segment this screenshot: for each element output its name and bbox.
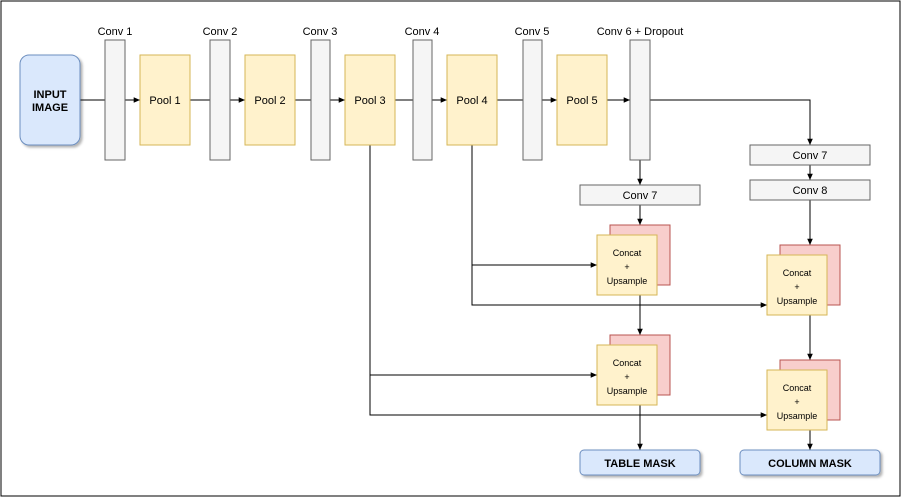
pool3-label: Pool 3 xyxy=(354,95,385,107)
edge-pool3-col-concat2 xyxy=(369,375,767,418)
table-mask-label: TABLE MASK xyxy=(604,458,675,470)
input-image-node: INPUT IMAGE xyxy=(19,54,81,146)
table-concat2-line1: Concat xyxy=(613,358,642,368)
table-concat2-line3: Upsample xyxy=(607,386,648,396)
column-concat1-line3: Upsample xyxy=(777,296,818,306)
column-conv8-block xyxy=(749,179,871,201)
input-label-line2: IMAGE xyxy=(32,102,68,114)
table-concat1-block xyxy=(596,234,658,296)
pool2-label: Pool 2 xyxy=(254,95,285,107)
edge-pool4-col-concat1 xyxy=(471,265,767,308)
input-label-line1: INPUT xyxy=(34,89,67,101)
input-image-box xyxy=(19,54,81,146)
edges xyxy=(80,97,813,450)
column-mask-output xyxy=(739,449,881,476)
table-conv7-block xyxy=(579,184,701,206)
table-concat1-line1: Concat xyxy=(613,248,642,258)
table-branch: Conv 7 Concat + Upsample Concat + Upsamp… xyxy=(579,184,701,476)
pool2-block xyxy=(244,54,296,146)
conv-blocks: Conv 1 Conv 2 Conv 3 Conv 4 Conv 5 Conv … xyxy=(98,26,684,161)
pool5-block xyxy=(556,54,608,146)
pool-blocks: Pool 1 Pool 2 Pool 3 Pool 4 Pool 5 xyxy=(139,54,608,146)
pool4-block xyxy=(446,54,498,146)
conv1-block xyxy=(104,39,126,161)
edge-pool4-tbl-concat1 xyxy=(471,145,597,268)
column-concat2-block xyxy=(766,369,828,431)
conv6-block xyxy=(629,39,651,161)
conv6-label: Conv 6 + Dropout xyxy=(597,26,684,38)
table-conv7-label: Conv 7 xyxy=(623,190,658,202)
column-concat1-block xyxy=(766,254,828,316)
conv5-block xyxy=(522,39,543,161)
pool5-label: Pool 5 xyxy=(566,95,597,107)
column-conv7-label: Conv 7 xyxy=(793,150,828,162)
column-concat2-line1: Concat xyxy=(783,383,812,393)
conv3-block xyxy=(310,39,331,161)
column-concat1-line1: Concat xyxy=(783,268,812,278)
column-concat2-line3: Upsample xyxy=(777,411,818,421)
conv5-label: Conv 5 xyxy=(515,26,550,38)
table-concat1-line3: Upsample xyxy=(607,276,648,286)
table-concat2-line2: + xyxy=(624,372,629,382)
conv1-label: Conv 1 xyxy=(98,26,133,38)
pool3-block xyxy=(344,54,396,146)
column-conv7-block xyxy=(749,144,871,166)
column-mask-label: COLUMN MASK xyxy=(768,458,852,470)
column-concat1-line2: + xyxy=(794,282,799,292)
conv2-block xyxy=(209,39,231,161)
table-mask-output xyxy=(579,449,701,476)
conv3-label: Conv 3 xyxy=(303,26,338,38)
conv2-label: Conv 2 xyxy=(203,26,238,38)
pool1-block xyxy=(139,54,191,146)
column-concat2-line2: + xyxy=(794,397,799,407)
table-concat2-block xyxy=(596,344,658,406)
column-conv8-label: Conv 8 xyxy=(793,185,828,197)
pool4-label: Pool 4 xyxy=(456,95,487,107)
edge-pool3-tbl-concat2 xyxy=(369,145,597,378)
conv4-label: Conv 4 xyxy=(405,26,440,38)
table-concat1-line2: + xyxy=(624,262,629,272)
conv4-block xyxy=(412,39,433,161)
edge-conv6-col-conv7 xyxy=(650,99,813,145)
column-branch: Conv 7 Conv 8 Concat + Upsample Concat +… xyxy=(739,144,881,476)
pool1-label: Pool 1 xyxy=(149,95,180,107)
